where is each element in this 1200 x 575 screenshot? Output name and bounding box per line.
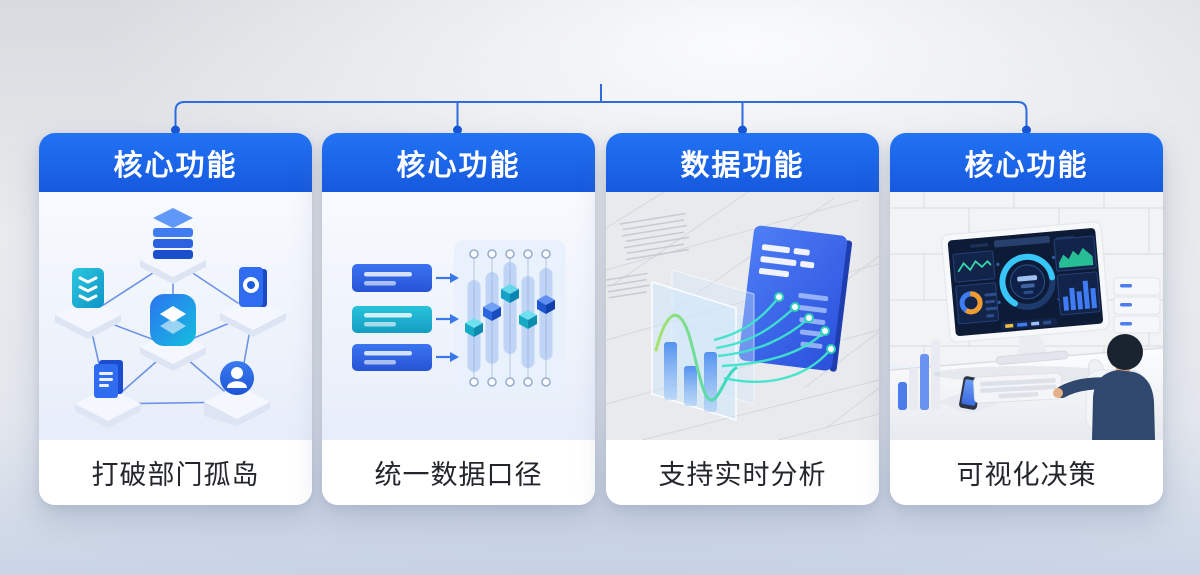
card-3-caption: 支持实时分析 bbox=[606, 440, 879, 505]
drawer-unit bbox=[1113, 277, 1161, 334]
card-4-header: 核心功能 bbox=[890, 133, 1163, 192]
field-bars bbox=[352, 264, 432, 371]
keyboard bbox=[973, 372, 1063, 404]
glass-chart-panel bbox=[651, 269, 755, 422]
screen-line-chart bbox=[952, 250, 996, 283]
card-3-header-label: 数据功能 bbox=[680, 149, 805, 182]
card-2-caption: 统一数据口径 bbox=[322, 440, 595, 505]
bar-chart-sculpture bbox=[898, 340, 940, 410]
realtime-data-flow-illustration bbox=[606, 192, 879, 440]
monitor-stand bbox=[1016, 334, 1047, 356]
card-4-caption-label: 可视化决策 bbox=[956, 460, 1097, 490]
card-3-caption-label: 支持实时分析 bbox=[658, 460, 827, 490]
card-4-illustration bbox=[890, 192, 1163, 440]
screen-area-chart bbox=[1053, 235, 1097, 272]
dashboard-workstation-illustration bbox=[890, 192, 1163, 440]
database-stack-icon bbox=[153, 208, 193, 259]
person-hand bbox=[1053, 388, 1063, 398]
screen-donut-chart bbox=[955, 282, 1000, 325]
data-mapping-sliders-illustration bbox=[352, 240, 566, 396]
slider-handles bbox=[465, 284, 555, 337]
card-1-illustration bbox=[39, 192, 312, 440]
server-icon bbox=[72, 268, 104, 308]
card-1-header-label: 核心功能 bbox=[113, 149, 238, 182]
card-2-caption-label: 统一数据口径 bbox=[374, 460, 543, 490]
connector-tree bbox=[171, 84, 1031, 135]
feature-card-3: 数据功能 bbox=[606, 133, 879, 505]
card-3-illustration bbox=[606, 192, 879, 440]
screen-gauge bbox=[996, 253, 1061, 310]
connected-systems-network-illustration bbox=[55, 208, 286, 428]
feature-card-4: 核心功能 bbox=[890, 133, 1163, 505]
mapping-arrows bbox=[436, 273, 459, 362]
trend-wave-line bbox=[654, 313, 738, 402]
document-icon bbox=[94, 360, 123, 398]
person-arm bbox=[1056, 377, 1122, 398]
monitor bbox=[941, 221, 1110, 366]
monitor-base bbox=[995, 350, 1069, 366]
card-2-header: 核心功能 bbox=[322, 133, 595, 192]
card-2-illustration bbox=[322, 192, 595, 440]
stream-curves bbox=[713, 297, 831, 383]
card-4-header-label: 核心功能 bbox=[964, 149, 1089, 182]
person bbox=[1053, 334, 1155, 440]
card-3-header: 数据功能 bbox=[606, 133, 879, 192]
feature-card-1: 核心功能 bbox=[39, 133, 312, 505]
card-1-caption: 打破部门孤岛 bbox=[39, 440, 312, 505]
connector-dots bbox=[171, 125, 1031, 135]
folder-badge-icon bbox=[239, 267, 267, 307]
user-icon bbox=[220, 361, 254, 395]
card-1-caption-label: 打破部门孤岛 bbox=[91, 460, 260, 490]
screen-bar-chart bbox=[1056, 271, 1101, 316]
data-layers-icon bbox=[150, 294, 196, 346]
connector-rail bbox=[174, 101, 1028, 128]
card-4-caption: 可视化决策 bbox=[890, 440, 1163, 505]
stream-dots bbox=[774, 292, 836, 354]
screen-status-row bbox=[1001, 317, 1058, 331]
person-head bbox=[1107, 334, 1143, 370]
card-2-header-label: 核心功能 bbox=[396, 149, 521, 182]
feature-card-2: 核心功能 bbox=[322, 133, 595, 505]
floor-hatch-lines bbox=[606, 212, 690, 299]
card-1-header: 核心功能 bbox=[39, 133, 312, 192]
